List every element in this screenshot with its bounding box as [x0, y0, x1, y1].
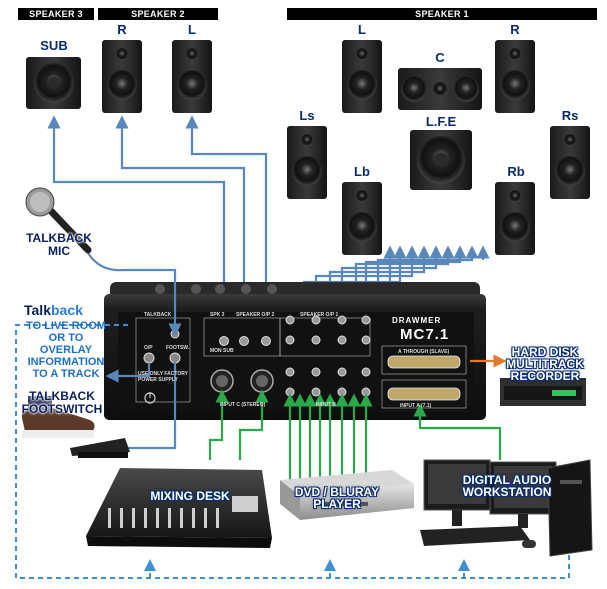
speaker-lb: [342, 182, 382, 255]
talkback-mic-label: TALKBACK MIC: [22, 232, 96, 258]
dvd-player-label: DVD / BLURAY PLAYER: [282, 486, 392, 510]
speaker-label-lfe: L.F.E: [425, 114, 457, 129]
hard-disk-label: HARD DISK MULTITRACK RECORDER: [500, 346, 590, 382]
speaker-label-2-l: L: [188, 22, 196, 37]
overlay-loop: [15, 324, 570, 579]
sub-speaker: [26, 57, 81, 109]
panel-label-input-a: INPUT A (7.1): [400, 403, 432, 409]
speaker-2-l: [172, 40, 212, 113]
dvd-player-line: PLAYER: [313, 497, 361, 511]
speaker-2-r: [102, 40, 142, 113]
talkback-mic-line: MIC: [48, 244, 70, 258]
panel-label-speaker1: SPEAKER O/P 1: [300, 312, 339, 318]
speaker-1-c: [398, 68, 482, 110]
panel-label-op: O/P: [144, 345, 153, 351]
talkback-logo: Talkback: [24, 302, 83, 318]
panel-label-footswitch: FOOTSW.: [166, 345, 190, 351]
speaker-label-rs: Rs: [561, 108, 579, 123]
speaker-rs: [550, 126, 590, 199]
talkback-footswitch-line: FOOTSWITCH: [21, 402, 103, 416]
section-header-speaker-1: SPEAKER 1: [287, 8, 597, 20]
speaker-label-1-c: C: [435, 50, 445, 65]
speaker-1-l: [342, 40, 382, 113]
speaker-rb: [495, 182, 535, 255]
speaker-ls: [287, 126, 327, 199]
device-model: MC7.1: [400, 326, 450, 343]
talkback-note-line: INFORMATION: [27, 356, 105, 368]
microphone: [25, 187, 92, 254]
panel-label-input-b: INPUT B: [316, 402, 336, 408]
talkback-note-line: TO LIVE ROOM: [26, 320, 106, 332]
speaker-label-2-r: R: [117, 22, 127, 37]
talkback-note-line: OR TO: [48, 332, 84, 344]
panel-label-power: USE ONLY FACTORY POWER SUPPLY: [138, 371, 188, 383]
hard-disk-line: MULTITRACK: [506, 357, 584, 371]
device-brand: DRAWMER: [392, 316, 442, 325]
talkback-mic-line: TALKBACK: [26, 231, 92, 245]
talkback-cables: [87, 252, 182, 455]
speaker-label-sub: SUB: [40, 38, 68, 53]
daw-label: DIGITAL AUDIO WORKSTATION: [454, 474, 560, 498]
mixing-desk: [86, 468, 272, 548]
panel-label-through: A THROUGH (SLAVE): [398, 349, 450, 355]
talkback-logo-part1: Talk: [24, 302, 51, 318]
daw-line: DIGITAL AUDIO: [462, 473, 552, 487]
talkback-note-line: TO A TRACK: [32, 368, 100, 380]
mixing-desk-label: MIXING DESK: [150, 489, 230, 503]
panel-label-talkback: TALKBACK: [144, 312, 172, 318]
panel-label-input-c: INPUT C (STEREO): [220, 402, 266, 408]
panel-label-mon-sub: MON SUB: [210, 348, 234, 354]
speaker-label-lb: Lb: [354, 164, 370, 179]
daw-computer: [420, 459, 593, 557]
speaker-label-rb: Rb: [507, 164, 525, 179]
speaker-lfe: [410, 130, 472, 190]
hard-disk-line: HARD DISK: [511, 345, 579, 359]
section-header-speaker-2: SPEAKER 2: [98, 8, 218, 20]
dvd-player: [280, 470, 414, 520]
panel-label-speaker3: SPK 3: [210, 312, 225, 318]
talkback-footswitch-line: TALKBACK: [29, 389, 95, 403]
speaker-label-ls: Ls: [299, 108, 315, 123]
talkback-note-line: OVERLAY: [39, 344, 93, 356]
speaker-label-1-l: L: [358, 22, 366, 37]
talkback-logo-part2: back: [50, 302, 83, 318]
hard-disk-line: RECORDER: [510, 369, 580, 383]
daw-line: WORKSTATION: [462, 485, 552, 499]
speaker-label-1-r: R: [510, 22, 520, 37]
hard-disk-recorder: [500, 378, 586, 406]
speaker-1-r: [495, 40, 535, 113]
talkback-footswitch-label: TALKBACK FOOTSWITCH: [14, 390, 110, 416]
panel-label-speaker2: SPEAKER O/P 2: [236, 312, 275, 318]
footswitch: [21, 396, 130, 458]
input-cables: [208, 389, 502, 480]
dvd-player-line: DVD / BLURAY: [294, 485, 380, 499]
section-header-speaker-3: SPEAKER 3: [18, 8, 94, 20]
talkback-note: TO LIVE ROOM OR TO OVERLAY INFORMATION T…: [20, 320, 112, 380]
